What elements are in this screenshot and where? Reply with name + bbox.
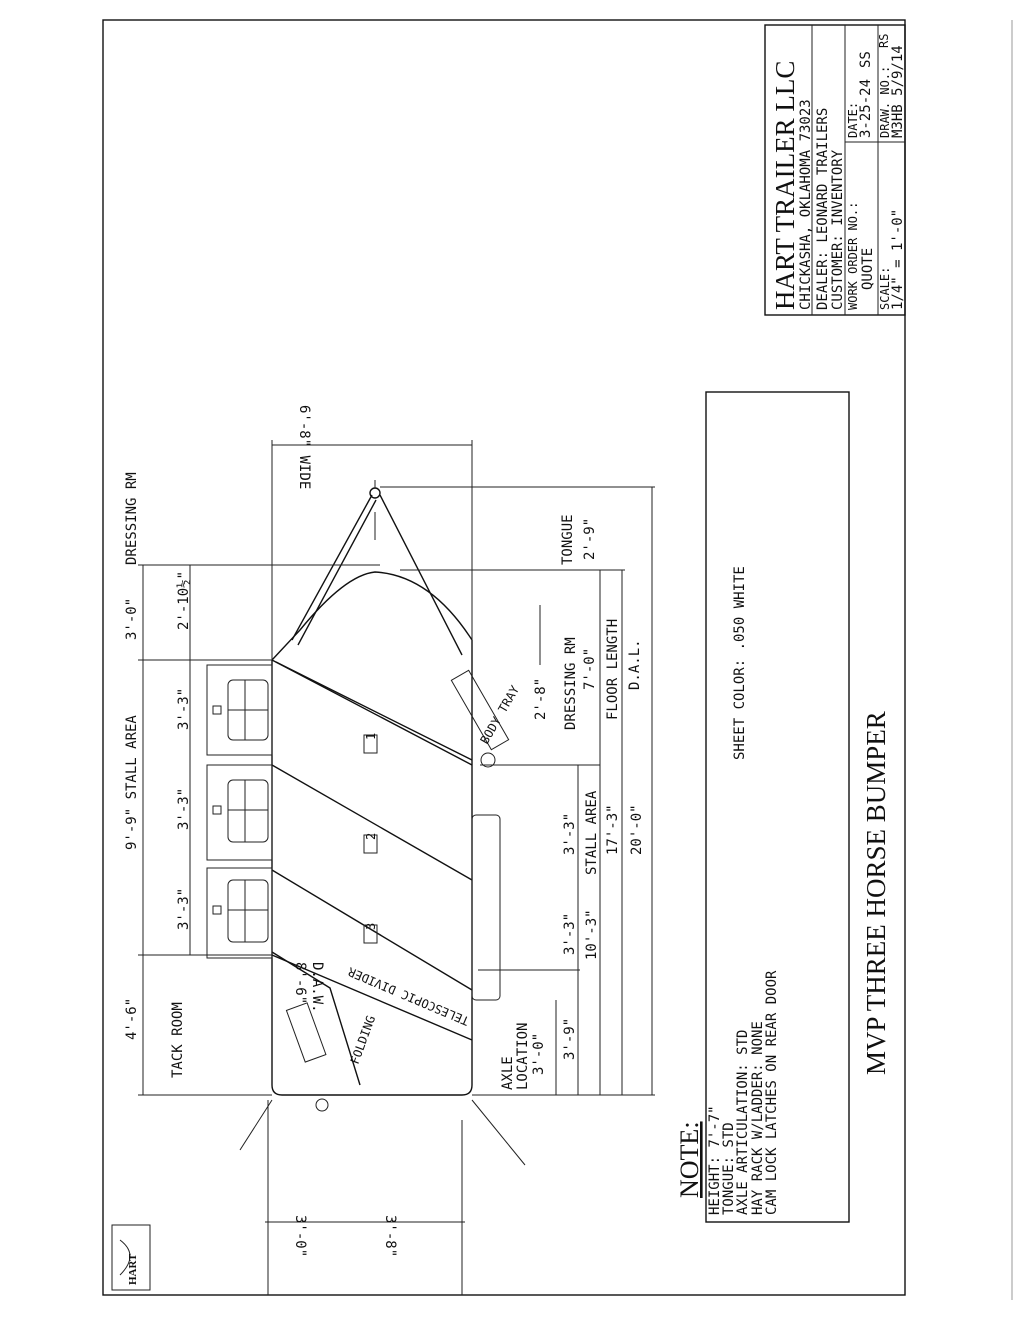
dim-label: D.A.L.: [627, 639, 643, 690]
notes-box: NOTE: HEIGHT: 7'-7" TONGUE: STD AXLE ART…: [675, 391, 850, 1223]
svg-text:HART: HART: [127, 1253, 139, 1285]
note-line: HEIGHT: 7'-7": [707, 1105, 723, 1215]
dim-label: 3'-3": [562, 913, 578, 955]
revision: RS: [877, 34, 891, 48]
dim-label: 3'-8": [382, 1215, 398, 1257]
dim-label: 20'-0": [629, 804, 645, 855]
dim-label: DRESSING RM: [124, 472, 140, 565]
svg-text:1: 1: [364, 733, 378, 740]
dimension-lines: [138, 440, 655, 1295]
dim-label: 3'-3": [562, 813, 578, 855]
dim-label: FLOOR LENGTH: [605, 619, 621, 720]
dim-label: DRESSING RM: [563, 637, 579, 730]
note-line: AXLE ARTICULATION: STD: [735, 1030, 751, 1215]
dim-label: AXLE: [500, 1056, 516, 1090]
dealer: DEALER: LEONARD TRAILERS: [815, 108, 831, 310]
dim-label: 2'-10½": [176, 571, 192, 630]
draw-no-label: DRAW. NO.:: [878, 66, 892, 138]
hart-logo: HART: [111, 1224, 151, 1291]
dim-label: 3'-3": [176, 788, 192, 830]
work-order-label: WORK ORDER NO.:: [846, 202, 860, 310]
company-name: HART TRAILER LLC: [770, 61, 800, 310]
dim-label: 2'-9": [582, 518, 598, 560]
customer: CUSTOMER: INVENTORY: [830, 149, 846, 310]
sheet-border: [102, 19, 906, 1296]
stall-number-1: 1: [363, 733, 378, 754]
dim-label: 10'-3": [584, 909, 600, 960]
dimension-labels: DRESSING RM 3'-0" 9'-9" STALL AREA 4'-6"…: [124, 405, 645, 1257]
dim-label: 3'-9": [562, 1018, 578, 1060]
window: [206, 867, 273, 959]
dim-label: 7'-0": [582, 648, 598, 690]
svg-text:3: 3: [364, 923, 378, 930]
note-line: CAM LOCK LATCHES ON REAR DOOR: [764, 970, 780, 1215]
draw-no: M3HB 5/9/14: [890, 45, 906, 138]
company-location: CHICKASHA, OKLAHOMA 73023: [798, 99, 814, 310]
dim-label: LOCATION: [515, 1023, 531, 1090]
title-block: HART TRAILER LLC CHICKASHA, OKLAHOMA 730…: [764, 24, 906, 316]
work-order: QUOTE: [860, 248, 876, 290]
dim-label: 17'-3": [605, 804, 621, 855]
dim-label: 4'-6": [124, 998, 140, 1040]
note-line: TONGUE: STD: [721, 1122, 737, 1215]
date-label: DATE:: [846, 102, 860, 138]
stall-number-2: 2: [363, 833, 378, 854]
dim-label: TONGUE: [560, 514, 576, 565]
folding-label: FOLDING: [348, 1014, 378, 1066]
tack-room-label: TACK ROOM: [170, 1002, 186, 1078]
date: 3-25-24: [858, 79, 874, 138]
stall-number-3: 3: [363, 923, 378, 944]
svg-text:2: 2: [364, 833, 378, 840]
width-label: 6'-8" WIDE: [296, 405, 312, 489]
dim-label: 3'-3": [176, 688, 192, 730]
dim-label: 3'-3": [176, 888, 192, 930]
body-tray-label: BODY TRAY: [477, 683, 522, 747]
dim-label: 9'-9" STALL AREA: [124, 715, 140, 850]
scale: 1/4" = 1'-0": [890, 209, 906, 310]
dim-label: 3'-0": [531, 1033, 547, 1075]
dim-label: 3'-0": [292, 1215, 308, 1257]
note-line: HAY RACK W/LADDER: NONE: [750, 1021, 766, 1215]
window: [206, 764, 273, 861]
dim-label: STALL AREA: [584, 790, 600, 875]
scale-label: SCALE:: [878, 267, 892, 310]
drawing-title: MVP THREE HORSE BUMPER: [861, 711, 891, 1075]
dim-label: 3'-0": [124, 598, 140, 640]
daw-value: 8'-6": [292, 962, 308, 1004]
drawn-by: SS: [858, 51, 874, 68]
notes-heading: NOTE:: [675, 1121, 704, 1198]
dim-label: 2'-8": [533, 678, 549, 720]
sheet-color: SHEET COLOR: .050 WHITE: [732, 566, 748, 760]
daw-label: D.A.W.: [309, 962, 325, 1013]
window: [206, 664, 273, 756]
trailer-outline: [206, 480, 526, 1166]
